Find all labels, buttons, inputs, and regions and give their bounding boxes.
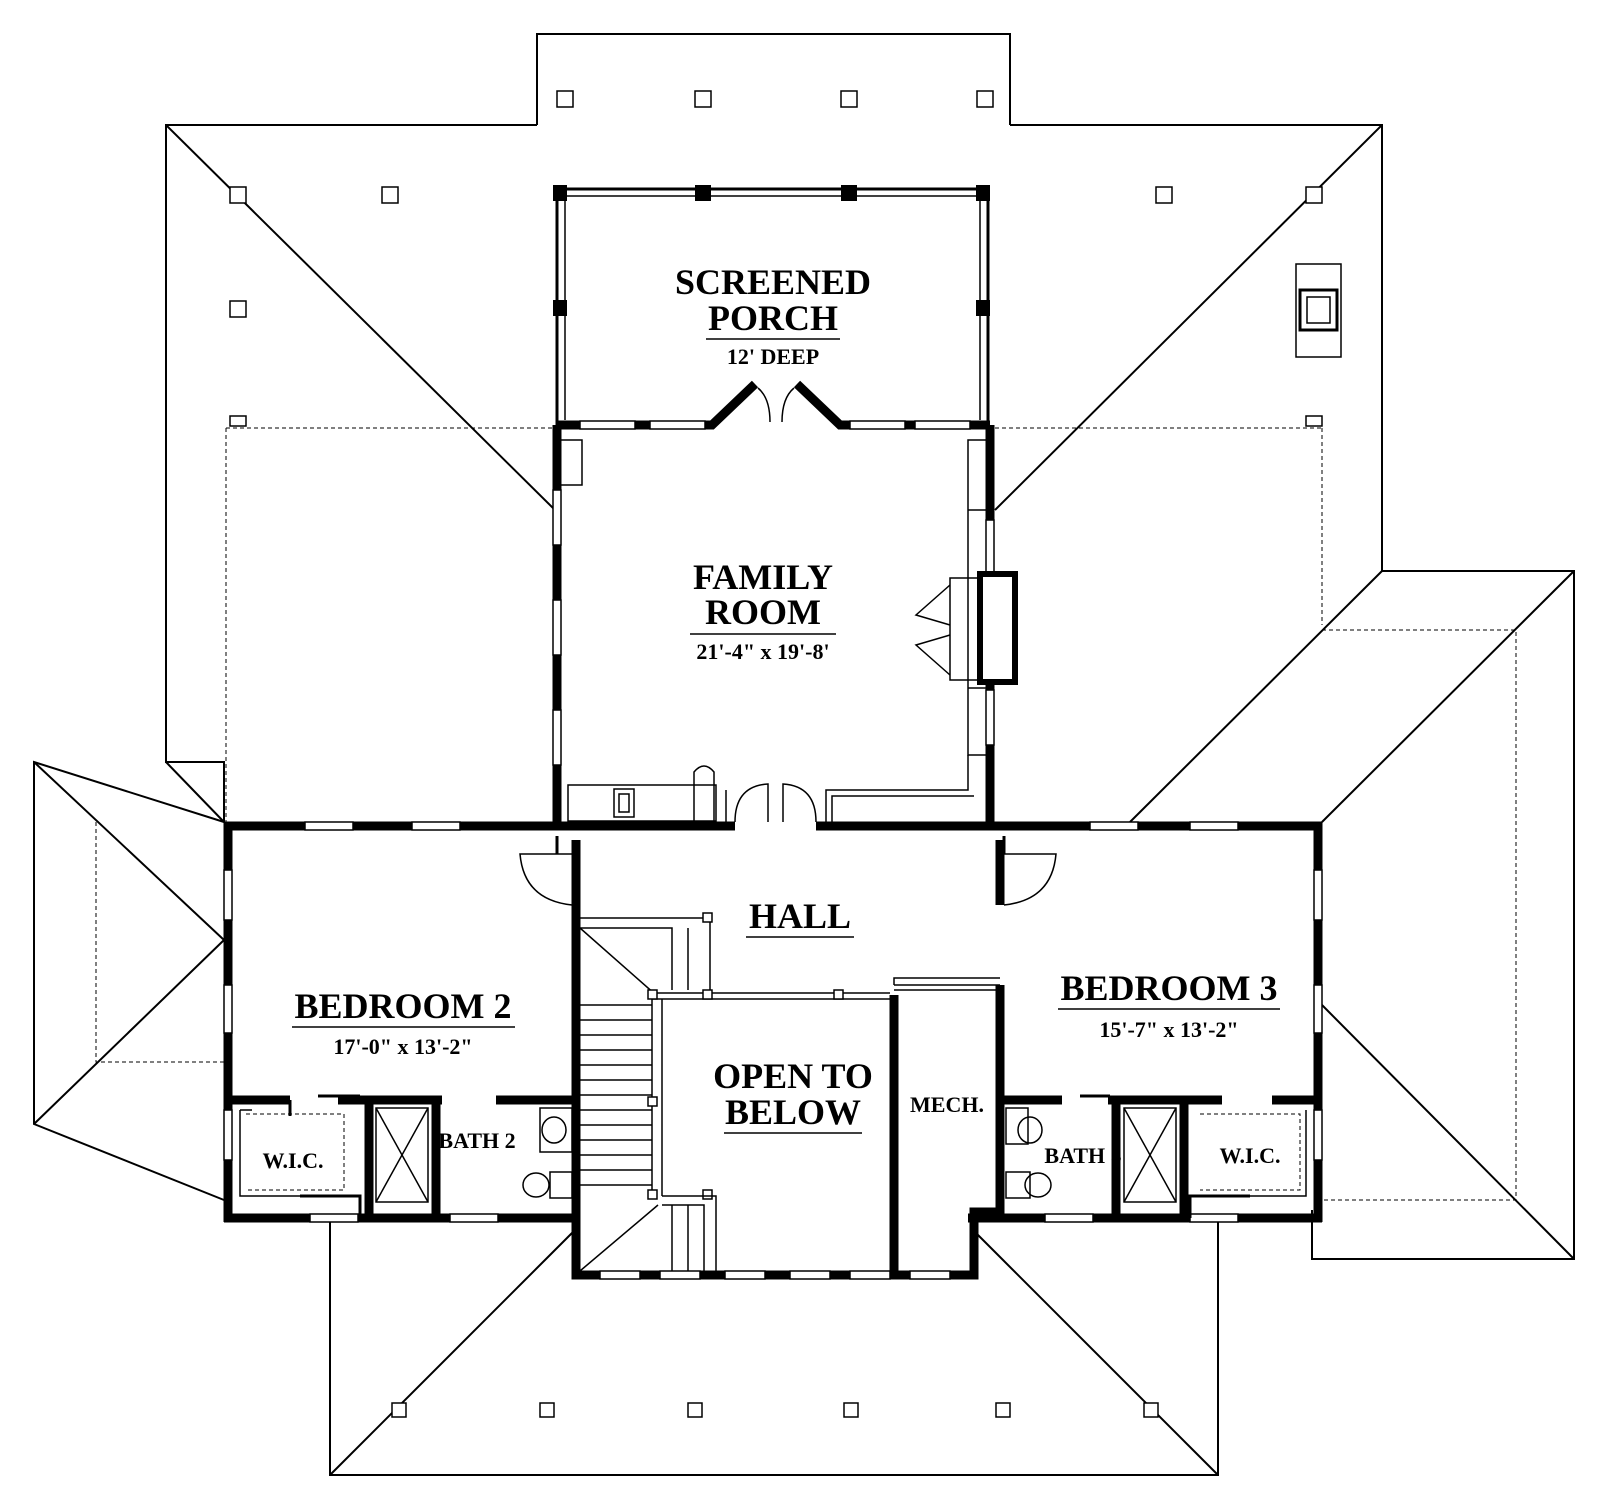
bedroom-3-name: BEDROOM 3 bbox=[1060, 968, 1277, 1008]
wic-right-name: W.I.C. bbox=[1220, 1143, 1281, 1168]
chimney bbox=[1295, 263, 1342, 358]
family-room-walls bbox=[552, 420, 1018, 826]
room-labels: SCREENED PORCH 12' DEEP FAMILY ROOM 21'-… bbox=[263, 262, 1281, 1173]
family-room-name-line2: ROOM bbox=[705, 592, 821, 632]
wic-left-name: W.I.C. bbox=[263, 1148, 324, 1173]
bath-2-name: BATH 2 bbox=[438, 1128, 515, 1153]
roof-outline bbox=[33, 33, 1575, 1476]
screened-porch-dims: 12' DEEP bbox=[727, 344, 819, 369]
family-room-dims: 21'-4" x 19'-8' bbox=[696, 639, 829, 664]
bedroom-block-walls bbox=[223, 821, 1323, 1280]
open-to-below-line1: OPEN TO bbox=[713, 1056, 873, 1096]
bedroom-2-dims: 17'-0" x 13'-2" bbox=[333, 1034, 472, 1059]
roof-columns bbox=[229, 90, 1323, 1418]
family-room-name-line1: FAMILY bbox=[693, 557, 833, 597]
bath-3-name: BATH 3 bbox=[1044, 1143, 1121, 1168]
mech-name: MECH. bbox=[910, 1092, 984, 1117]
bath-3-area bbox=[1000, 1094, 1322, 1218]
bedroom-2-name: BEDROOM 2 bbox=[294, 986, 511, 1026]
open-to-below-line2: BELOW bbox=[725, 1092, 861, 1132]
bath-2-area bbox=[224, 1094, 576, 1218]
stair bbox=[579, 912, 890, 1272]
screened-porch-name-line1: SCREENED bbox=[675, 262, 871, 302]
bedroom-3-dims: 15'-7" x 13'-2" bbox=[1099, 1017, 1238, 1042]
screened-porch-name-line2: PORCH bbox=[708, 298, 838, 338]
hall-name: HALL bbox=[749, 896, 851, 936]
